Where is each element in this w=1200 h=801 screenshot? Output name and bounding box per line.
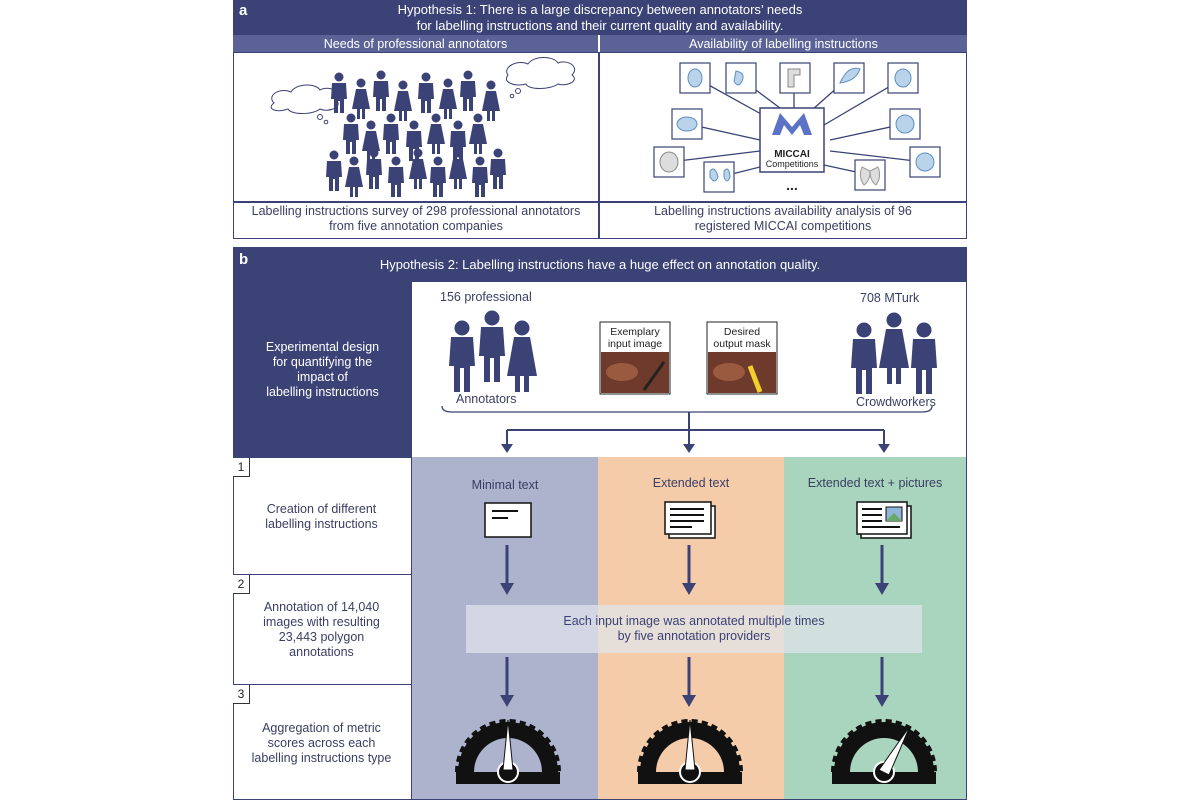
panel-b-header: b Hypothesis 2: Labelling instructions h… — [233, 247, 967, 282]
step2-arrows — [498, 655, 891, 709]
professional-annotators-icon — [449, 310, 537, 392]
professional-count: 156 professional — [440, 290, 532, 304]
step-1-number: 1 — [233, 458, 250, 477]
output-mask-label-line2: output mask — [713, 338, 771, 350]
annotators-crowd-illustration — [270, 57, 576, 197]
step-2-number: 2 — [233, 575, 250, 594]
annotation-overlay-banner: Each input image was annotated multiple … — [466, 605, 922, 653]
step1-arrows — [498, 543, 891, 597]
divider-a-left — [233, 201, 600, 203]
gauge-extended-text — [638, 720, 742, 784]
hypothesis-1: Hypothesis 1: There is a large discrepan… — [233, 2, 967, 34]
professional-label: Annotators — [456, 392, 517, 406]
needs-header: Needs of professional annotators — [233, 35, 598, 52]
step-3-line1: Aggregation of metric — [262, 720, 381, 735]
thought-cloud-right — [506, 57, 576, 99]
step-1-line2: labelling instructions — [265, 516, 378, 531]
output-mask-label-line1: Desired — [724, 326, 760, 338]
extended-text-document-icon — [664, 501, 716, 539]
design-line3: impact of — [297, 369, 348, 384]
overlay-line2: by five annotation providers — [617, 629, 771, 643]
divider-a-right — [598, 201, 967, 203]
extended-text-title: Extended text — [652, 476, 730, 490]
minimal-text-document-icon — [484, 502, 532, 538]
availability-caption: Labelling instructions availability anal… — [600, 204, 966, 234]
step-2-row: 2 Annotation of 14,040 images with resul… — [233, 574, 412, 684]
step-3-row: 3 Aggregation of metric scores across ea… — [233, 684, 412, 800]
extended-text-pictures-document-icon — [856, 501, 912, 539]
step-3-text: Aggregation of metric scores across each… — [233, 685, 410, 801]
hypothesis-1-line1: Hypothesis 1: There is a large discrepan… — [397, 2, 803, 17]
organ-icon-tiles — [653, 62, 941, 193]
survey-caption-line1: Labelling instructions survey of 298 pro… — [251, 204, 581, 218]
bracket-line — [441, 405, 933, 413]
survey-caption: Labelling instructions survey of 298 pro… — [234, 204, 598, 234]
step-2-line4: annotations — [289, 645, 354, 659]
availability-caption-line1: Labelling instructions availability anal… — [654, 204, 912, 218]
gauge-extended-text-pictures — [832, 722, 936, 784]
hypothesis-1-line2: for labelling instructions and their cur… — [416, 18, 784, 33]
mturk-label: Crowdworkers — [856, 395, 936, 409]
step-3-number: 3 — [233, 685, 250, 704]
extended-text-pictures-title: Extended text + pictures — [807, 476, 943, 490]
step-2-line2: images with resulting — [263, 615, 380, 629]
step-2-line1: Annotation of 14,040 — [263, 600, 380, 614]
crowd-back-row — [331, 70, 500, 121]
miccai-logo: MICCAI Competitions — [759, 107, 825, 173]
step-3-line2: scores across each — [267, 735, 376, 750]
thought-cloud-left — [270, 84, 339, 125]
survey-caption-line2: from five annotation companies — [329, 219, 503, 233]
crowd-front-row — [326, 148, 506, 197]
design-line2: for quantifying the — [272, 354, 373, 369]
panel-a-header: a Hypothesis 1: There is a large discrep… — [233, 0, 967, 35]
input-image-label-line2: input image — [608, 338, 662, 350]
step-1-row: 1 Creation of different labelling instru… — [233, 457, 412, 574]
panel-a-letter: a — [239, 2, 248, 19]
availability-caption-line2: registered MICCAI competitions — [694, 219, 872, 233]
step-1-line1: Creation of different — [266, 501, 377, 516]
mturk-count: 708 MTurk — [860, 291, 920, 305]
miccai-logo-text: MICCAI — [774, 149, 810, 160]
design-line4: labelling instructions — [266, 384, 379, 399]
minimal-text-title: Minimal text — [471, 478, 539, 492]
ellipsis: ... — [786, 177, 798, 193]
columns-illustration — [412, 501, 966, 799]
design-illustration: Exemplary input image Desired output mas… — [441, 310, 937, 453]
availability-box — [598, 52, 967, 239]
miccai-logo-subtext: Competitions — [766, 159, 819, 169]
exemplary-input-image: Exemplary input image — [599, 321, 671, 395]
panel-b-letter: b — [239, 251, 249, 268]
experimental-design-label: Experimental design for quantifying the … — [233, 282, 412, 457]
hypothesis-2: Hypothesis 2: Labelling instructions hav… — [379, 257, 821, 272]
organ-icons — [659, 67, 935, 186]
desired-output-mask: Desired output mask — [706, 321, 778, 395]
gauge-minimal-text — [456, 720, 560, 784]
mturk-crowdworkers-icon — [851, 312, 937, 394]
step-2-text: Annotation of 14,040 images with resulti… — [233, 575, 410, 685]
step-2-line3: 23,443 polygon — [278, 630, 365, 644]
step-1-text: Creation of different labelling instruct… — [233, 458, 410, 575]
needs-box — [233, 52, 600, 239]
branch-connectors — [501, 412, 890, 453]
availability-header: Availability of labelling instructions — [600, 35, 967, 52]
input-image-label-line1: Exemplary — [610, 326, 660, 338]
step-3-line3: labelling instructions type — [251, 750, 392, 765]
overlay-line1: Each input image was annotated multiple … — [563, 614, 825, 628]
miccai-hub-illustration: MICCAI Competitions ... — [653, 62, 941, 193]
design-line1: Experimental design — [265, 339, 380, 354]
